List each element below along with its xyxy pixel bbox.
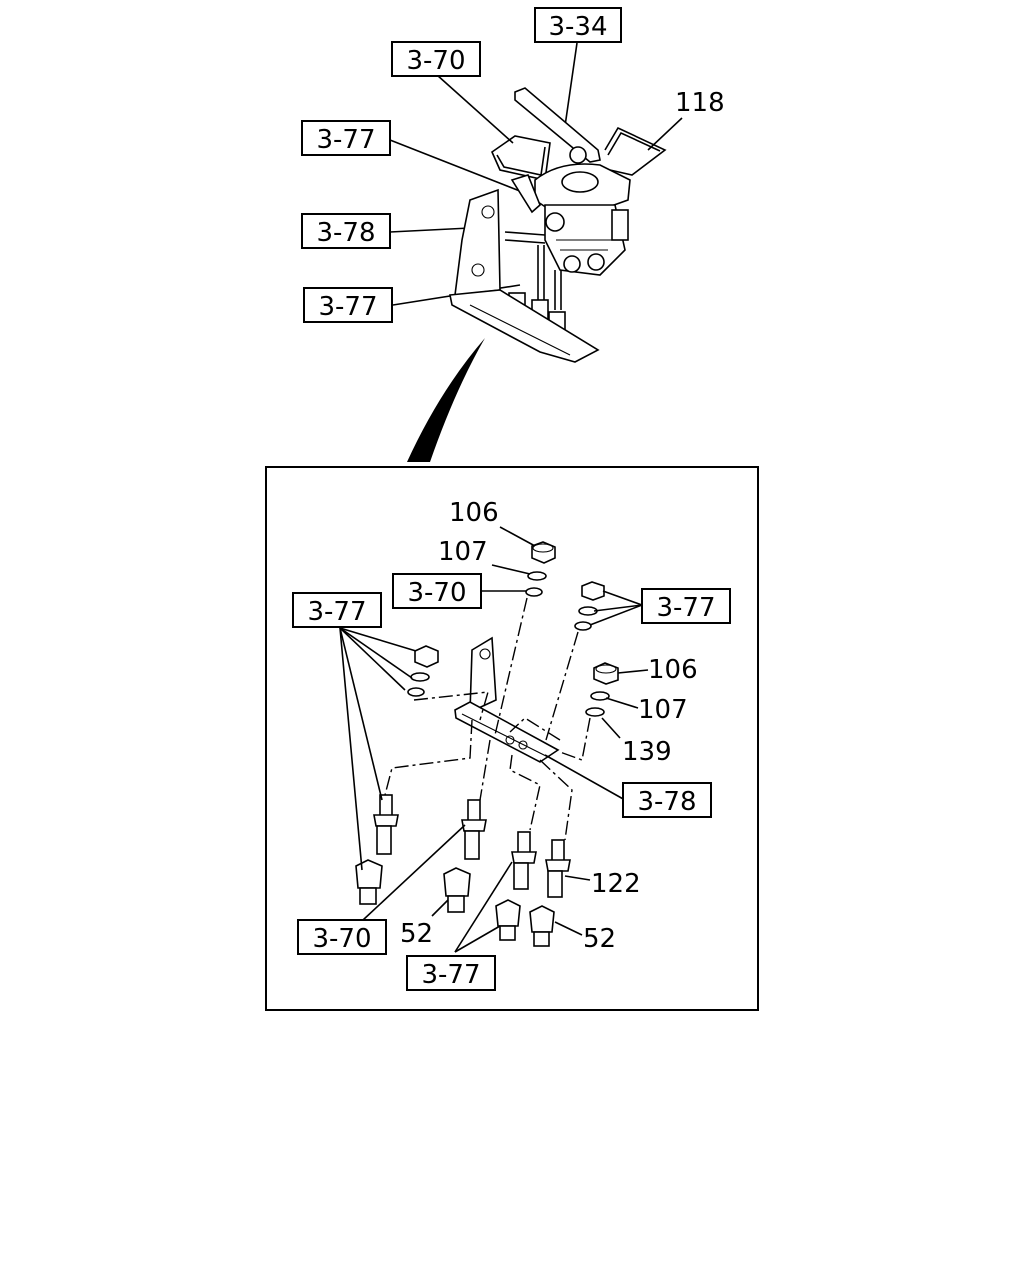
nut-3-77-left	[414, 645, 439, 668]
callout-106-top[interactable]: 106	[449, 498, 499, 528]
detail-frame	[265, 466, 759, 1011]
nut-106-right	[593, 662, 619, 685]
nut-106-top	[531, 541, 556, 564]
ref-box-3-34[interactable]: 3-34	[534, 7, 622, 43]
ref-label: 3-77	[307, 597, 366, 627]
detail-view: 3-70 3-77 3-77 3-78 3-70 3-77 106 107 10…	[265, 466, 759, 1011]
washer-3-77-left-a	[410, 672, 430, 682]
ref-label: 3-34	[548, 12, 607, 42]
ref-box-3-77-detail-left[interactable]: 3-77	[292, 592, 382, 628]
hose-nipple-left	[373, 794, 399, 855]
washer-139	[585, 707, 605, 717]
washer-107-top	[527, 571, 547, 581]
ref-label: 3-77	[656, 593, 715, 623]
ref-box-3-77[interactable]: 3-77	[301, 120, 391, 156]
wire-loop-drawing	[491, 135, 551, 181]
ref-box-3-78[interactable]: 3-78	[301, 213, 391, 249]
callout-122[interactable]: 122	[591, 869, 641, 899]
ref-label: 3-78	[637, 787, 696, 817]
hose-nipple-122	[545, 839, 571, 898]
ref-label: 3-70	[312, 924, 371, 954]
callout-107-top[interactable]: 107	[438, 537, 488, 567]
valve-body-drawing	[534, 163, 631, 276]
callout-107-right[interactable]: 107	[638, 695, 688, 725]
ref-label: 3-77	[318, 292, 377, 322]
connector-3-77-bottom	[495, 899, 521, 941]
ref-label: 3-70	[406, 46, 465, 76]
hose-nipple-centre	[461, 799, 487, 860]
wire-bracket-drawing	[604, 126, 667, 176]
callout-52-left[interactable]: 52	[400, 919, 433, 949]
ref-box-3-70[interactable]: 3-70	[391, 41, 481, 77]
callout-106-right[interactable]: 106	[648, 655, 698, 685]
ref-box-3-77-detail-right[interactable]: 3-77	[641, 588, 731, 624]
washer-3-70-top	[525, 587, 543, 597]
callout-52-right[interactable]: 52	[583, 924, 616, 954]
hose-nipple-3-77	[511, 831, 537, 890]
ref-box-3-77-lower[interactable]: 3-77	[303, 287, 393, 323]
connector-3-77-left	[355, 859, 383, 905]
ref-box-3-70-detail[interactable]: 3-70	[392, 573, 482, 609]
mounting-bracket-drawing	[449, 188, 600, 363]
ref-box-3-77-detail-bottom[interactable]: 3-77	[406, 955, 496, 991]
nut-3-77-right	[581, 581, 605, 601]
top-assembly: 3-34 3-70 3-77 3-78 3-77 118	[301, 7, 725, 462]
valve-handle-drawing	[514, 87, 601, 164]
washer-107-right	[590, 691, 610, 701]
washer-3-77-right-b	[574, 621, 592, 631]
callout-139[interactable]: 139	[622, 737, 672, 767]
callout-118[interactable]: 118	[675, 88, 725, 118]
ref-box-3-70-detail-bottom[interactable]: 3-70	[297, 919, 387, 955]
ref-box-3-78-detail[interactable]: 3-78	[622, 782, 712, 818]
connector-52-left	[443, 867, 471, 913]
ref-label: 3-77	[316, 125, 375, 155]
ref-label: 3-78	[316, 218, 375, 248]
ref-label: 3-77	[421, 960, 480, 990]
connector-52-right	[529, 905, 555, 947]
detail-bracket-drawing	[454, 636, 560, 763]
washer-3-77-left-b	[407, 687, 425, 697]
detail-pointer-arrow	[407, 338, 485, 462]
ref-label: 3-70	[407, 578, 466, 608]
